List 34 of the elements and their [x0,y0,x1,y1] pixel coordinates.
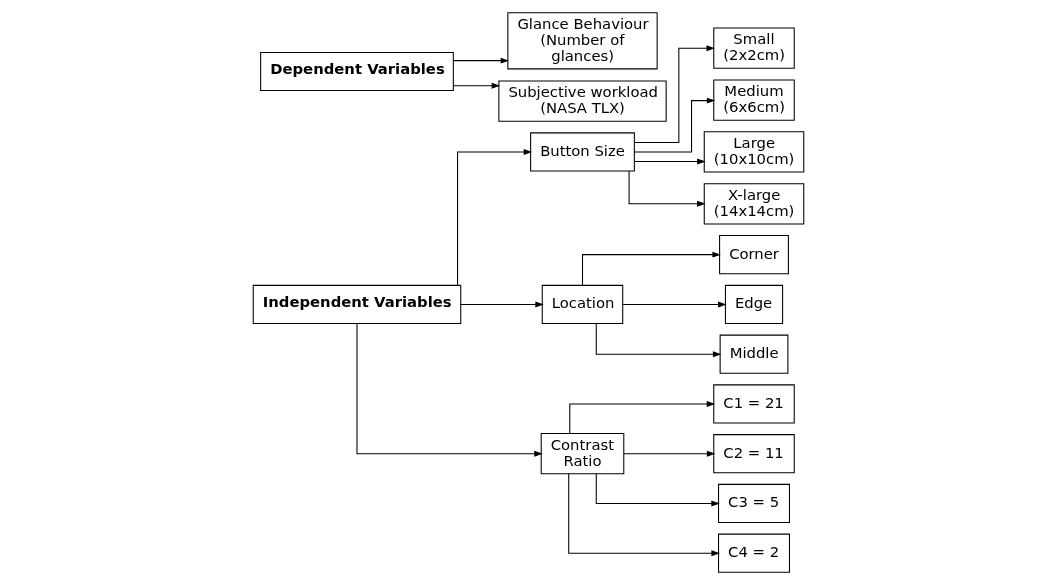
arrow [622,301,726,308]
arrow [568,400,715,434]
node-box: Button Size [529,132,635,172]
node-box: Glance Behaviour (Number of glances) [506,12,658,70]
node-box: Independent Variables [252,284,461,324]
arrow [452,82,500,89]
node-box: C3 = 5 [717,483,790,524]
arrow [567,473,720,557]
node-box: Large (10x10cm) [703,131,804,173]
node-box: Medium (6x6cm) [712,79,795,121]
node-box: Middle [719,334,788,374]
node-box: Location [541,284,623,324]
arrow [355,323,543,457]
arrow [633,158,706,165]
arrow [595,323,721,358]
node-box: C1 = 21 [712,384,795,424]
node-box: Corner [718,235,789,275]
arrow [456,149,532,286]
node-box: C4 = 2 [717,533,790,573]
node-box: Small (2x2cm) [712,27,795,69]
arrow [581,251,721,286]
arrow [633,45,715,143]
arrow [628,170,705,207]
arrow [452,57,509,64]
arrow [459,301,544,308]
node-box: Subjective workload (NASA TLX) [497,80,667,122]
node-box: Contrast Ratio [540,433,624,475]
node-box: X-large (14x14cm) [703,183,804,225]
node-box: Dependent Variables [259,51,454,92]
arrow [623,450,715,457]
node-box: Edge [724,284,783,324]
arrow [595,473,720,507]
arrow [633,97,715,153]
node-box: C2 = 11 [712,434,795,474]
